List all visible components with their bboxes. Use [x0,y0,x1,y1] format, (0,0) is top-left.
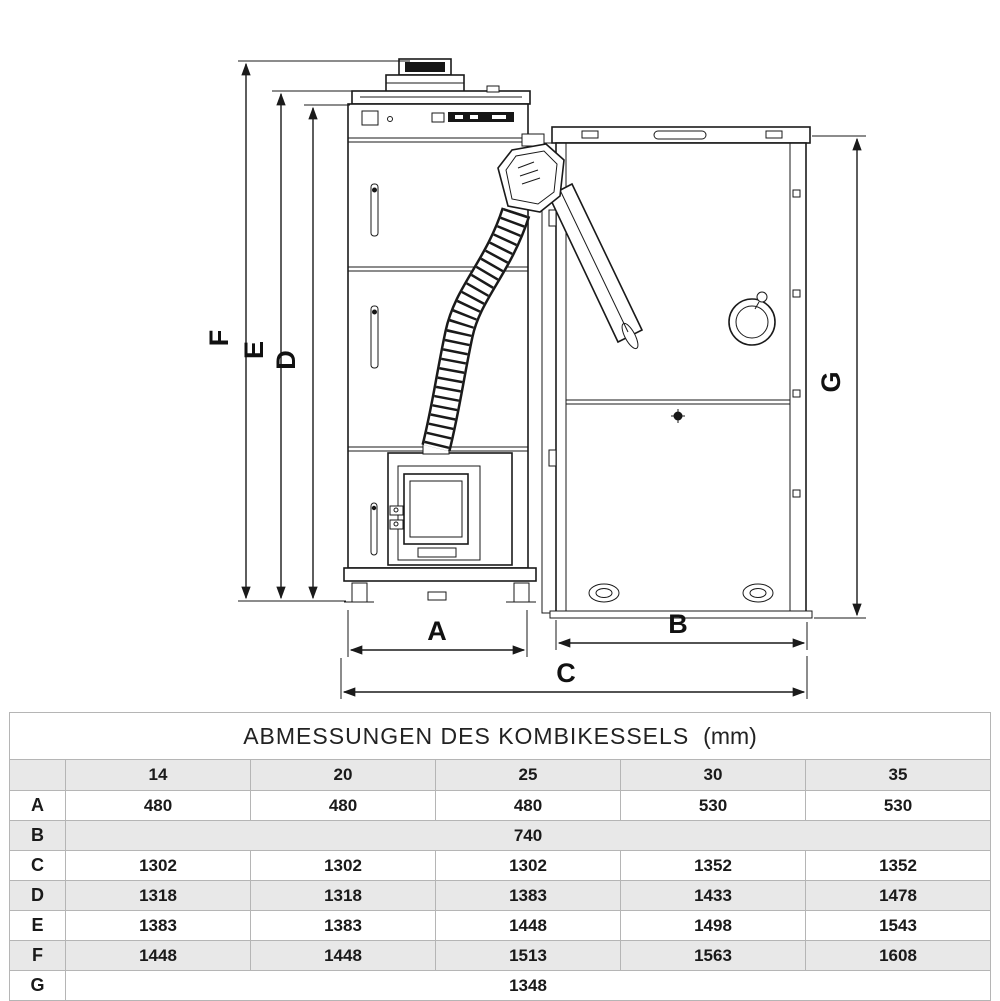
table-title: ABMESSUNGEN DES KOMBIKESSELS (mm) [9,712,991,760]
cell: 480 [250,790,436,821]
boiler-base [343,567,537,582]
table-row-a: A 480 480 480 530 530 [9,790,991,821]
hopper-body [555,142,807,614]
control-display [448,112,514,122]
cell-span: 1348 [65,970,991,1001]
table-header-row: 14 20 25 30 35 [9,759,991,791]
dimension-lines: F E D G A B C [204,60,866,699]
table-row-d: D 1318 1318 1383 1433 1478 [9,880,991,911]
cell: 1513 [435,940,621,971]
table-row-c: C 1302 1302 1302 1352 1352 [9,850,991,881]
cell: 1352 [805,850,991,881]
boiler-foot-left [351,582,368,603]
cell: 530 [805,790,991,821]
pellet-hopper [541,126,813,619]
col-header-35: 35 [805,759,991,791]
cell: 480 [435,790,621,821]
dimensions-table: ABMESSUNGEN DES KOMBIKESSELS (mm) 14 20 2… [9,712,991,1001]
boiler-foot-right [513,582,530,603]
dim-label-e: E [239,341,269,359]
corner-cell [9,759,66,791]
upper-door-handle [370,183,379,237]
col-header-25: 25 [435,759,621,791]
dim-label-a: A [427,616,447,646]
dim-label-f: F [204,330,234,347]
dim-label-d: D [271,350,301,370]
row-label-c: C [9,850,66,881]
burner-door-handle [370,502,378,556]
cell: 1302 [435,850,621,881]
col-header-20: 20 [250,759,436,791]
diagram-svg: F E D G A B C [204,58,866,699]
cell: 480 [65,790,251,821]
auger-motor [497,133,565,213]
cell: 1448 [65,940,251,971]
col-header-14: 14 [65,759,251,791]
lid-handle [653,130,707,140]
hopper-hinge-bottom [548,449,557,467]
dim-label-c: C [556,658,576,688]
hopper-base [549,610,813,619]
hopper-hinge-top [548,209,557,227]
cell: 1318 [250,880,436,911]
table-title-row: ABMESSUNGEN DES KOMBIKESSELS (mm) [9,712,991,760]
hopper-foot-right [742,583,774,603]
cell: 1383 [250,910,436,941]
table-row-g: G 1348 [9,970,991,1001]
cell: 530 [620,790,806,821]
row-label-d: D [9,880,66,911]
cell: 1352 [620,850,806,881]
cell-span: 740 [65,820,991,851]
row-label-b: B [9,820,66,851]
table-title-text: ABMESSUNGEN DES KOMBIKESSELS [243,722,690,749]
table-row-f: F 1448 1448 1513 1563 1608 [9,940,991,971]
cell: 1383 [65,910,251,941]
table-row-e: E 1383 1383 1448 1498 1543 [9,910,991,941]
row-label-f: F [9,940,66,971]
cell: 1383 [435,880,621,911]
hopper-foot-left [588,583,620,603]
dim-label-g: G [816,371,846,392]
boiler-unit [343,58,537,603]
row-label-g: G [9,970,66,1001]
cell: 1448 [250,940,436,971]
cell: 1302 [65,850,251,881]
cell: 1478 [805,880,991,911]
cell: 1608 [805,940,991,971]
feed-hose [421,207,531,452]
cell: 1448 [435,910,621,941]
cell: 1302 [250,850,436,881]
auger-tube [547,182,644,350]
port-screw [756,291,768,303]
boiler-dimension-diagram: F E D G A B C [204,58,866,699]
cell: 1563 [620,940,806,971]
row-label-e: E [9,910,66,941]
row-label-a: A [9,790,66,821]
cell: 1318 [65,880,251,911]
table-row-b: B 740 [9,820,991,851]
cell: 1433 [620,880,806,911]
inspection-port [728,298,776,346]
control-switch [361,110,379,126]
col-header-30: 30 [620,759,806,791]
cell: 1543 [805,910,991,941]
middle-door-handle [370,305,379,369]
table-title-unit: (mm) [703,722,757,749]
cell: 1498 [620,910,806,941]
dim-label-b: B [668,609,688,639]
dimensions-table-wrap: ABMESSUNGEN DES KOMBIKESSELS (mm) 14 20 2… [9,712,991,1001]
